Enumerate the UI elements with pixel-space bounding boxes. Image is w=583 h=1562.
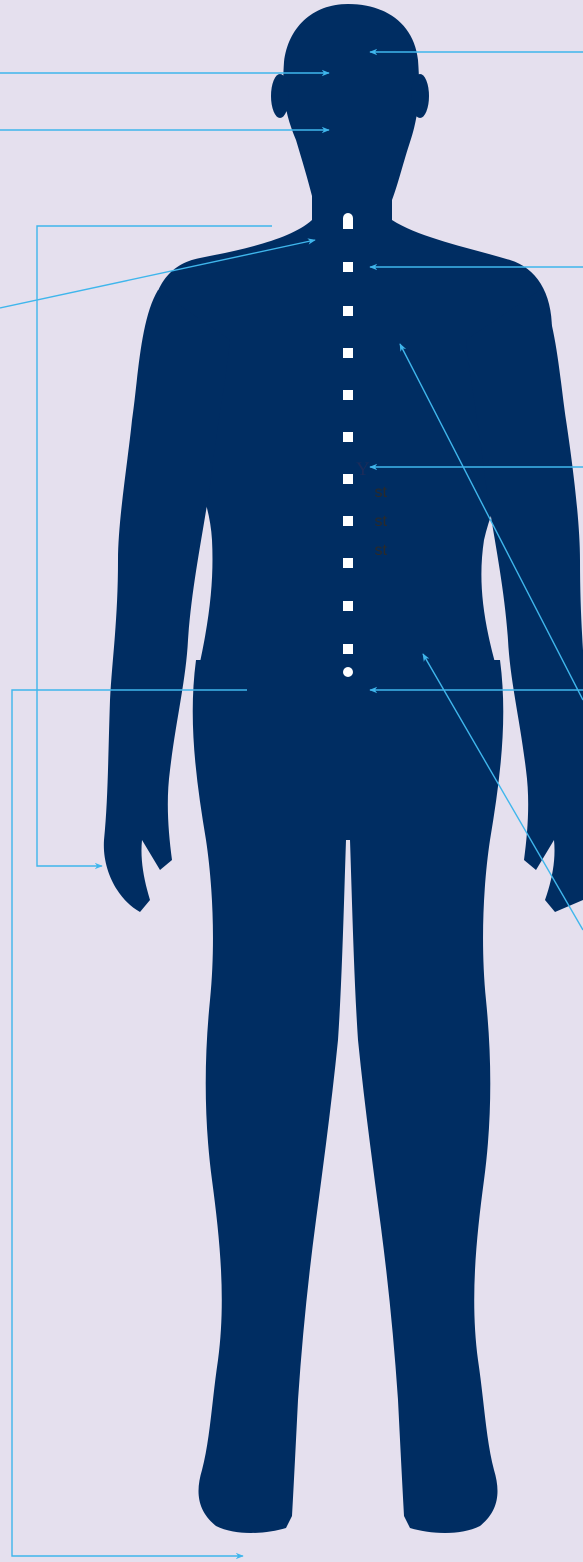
clipped-text-fragment: st bbox=[347, 512, 387, 532]
clipped-text-fragment: st bbox=[347, 541, 387, 561]
vertebra-marker bbox=[343, 644, 353, 654]
vertebra-bottom-marker bbox=[343, 667, 353, 677]
clipped-heading-fragment: Y bbox=[356, 459, 370, 481]
vertebra-marker bbox=[343, 348, 353, 358]
vertebra-marker bbox=[343, 390, 353, 400]
vertebra-marker bbox=[343, 601, 353, 611]
vertebra-marker bbox=[343, 432, 353, 442]
head-shape bbox=[283, 4, 419, 225]
legs-shape bbox=[193, 660, 504, 1533]
human-body-silhouette bbox=[104, 4, 583, 1533]
clipped-text-fragment: st bbox=[347, 483, 387, 503]
vertebra-marker bbox=[343, 262, 353, 272]
vertebra-top-marker bbox=[343, 213, 353, 229]
vertebra-marker bbox=[343, 306, 353, 316]
